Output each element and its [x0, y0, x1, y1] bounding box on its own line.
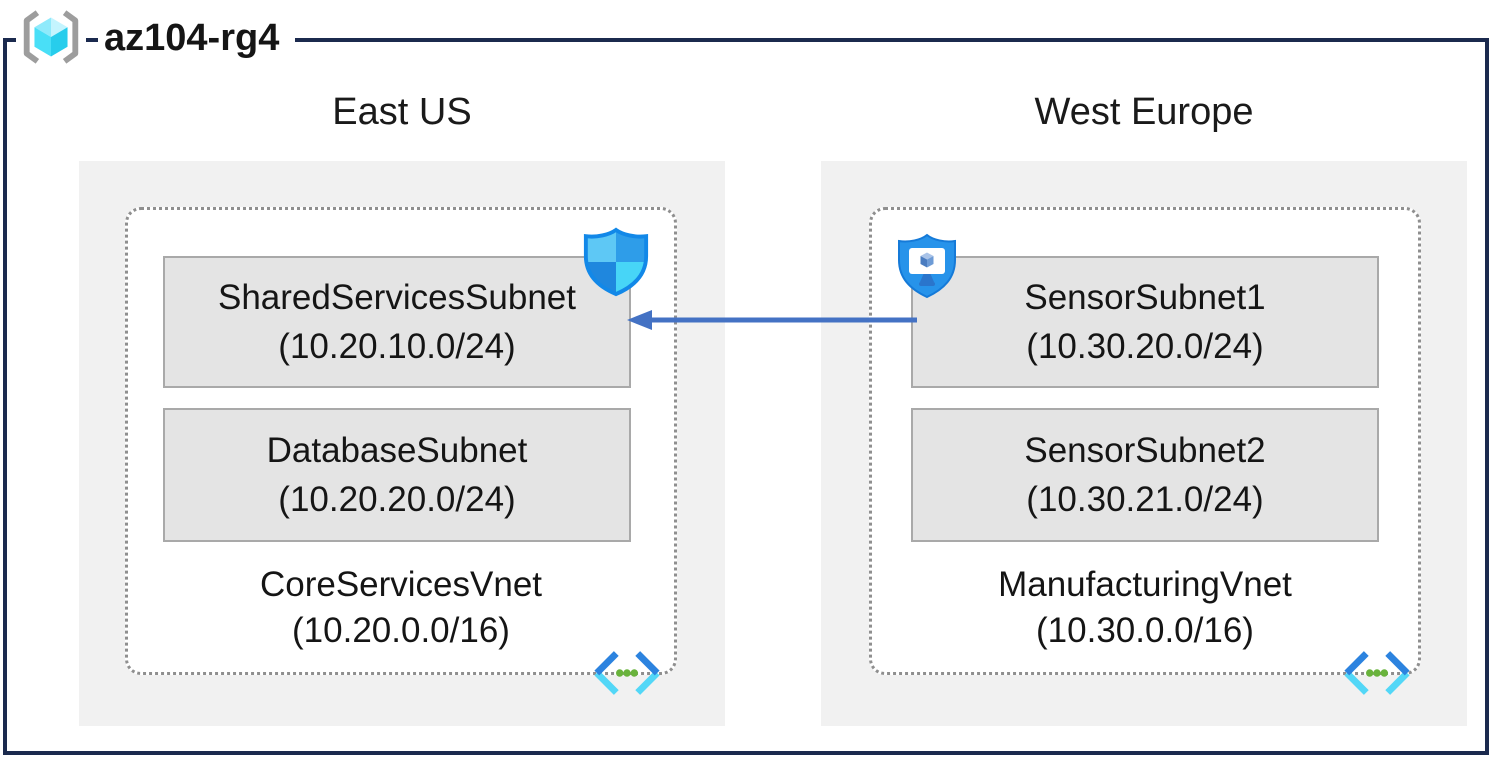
region-title-east-us: East US [332, 91, 472, 133]
subnet-cidr: (10.30.20.0/24) [1026, 327, 1264, 366]
vnet-cidr: (10.20.0.0/16) [292, 611, 510, 650]
subnet-name: SensorSubnet2 [1024, 431, 1266, 470]
resource-group-title: az104-rg4 [98, 12, 296, 64]
resource-group-icon [16, 5, 86, 69]
vnet-label-manufacturingvnet: ManufacturingVnet (10.30.0.0/16) [869, 562, 1421, 654]
network-security-group-shield-icon [581, 226, 651, 303]
subnet-cidr: (10.30.21.0/24) [1026, 480, 1264, 519]
resource-group-border [3, 38, 1489, 755]
vnet-cidr: (10.30.0.0/16) [1036, 611, 1254, 650]
subnet-box-sharedservicessubnet: SharedServicesSubnet (10.20.10.0/24) [163, 256, 631, 388]
bastion-shield-monitor-icon [895, 232, 959, 305]
virtual-network-icon [1340, 648, 1414, 703]
subnet-box-sensorsubnet2: SensorSubnet2 (10.30.21.0/24) [911, 408, 1379, 542]
peering-arrow [627, 310, 917, 330]
subnet-box-databasesubnet: DatabaseSubnet (10.20.20.0/24) [163, 408, 631, 542]
subnet-cidr: (10.20.20.0/24) [278, 480, 516, 519]
vnet-label-coreservicesvnet: CoreServicesVnet (10.20.0.0/16) [125, 562, 677, 654]
subnet-name: SensorSubnet1 [1024, 278, 1266, 317]
region-title-west-europe: West Europe [1034, 91, 1254, 133]
subnet-box-sensorsubnet1: SensorSubnet1 (10.30.20.0/24) [911, 256, 1379, 388]
subnet-name: DatabaseSubnet [266, 431, 528, 470]
subnet-cidr: (10.20.10.0/24) [278, 327, 516, 366]
vnet-name: CoreServicesVnet [259, 565, 543, 604]
virtual-network-icon [590, 648, 664, 703]
vnet-name: ManufacturingVnet [998, 565, 1292, 604]
subnet-name: SharedServicesSubnet [218, 278, 576, 317]
